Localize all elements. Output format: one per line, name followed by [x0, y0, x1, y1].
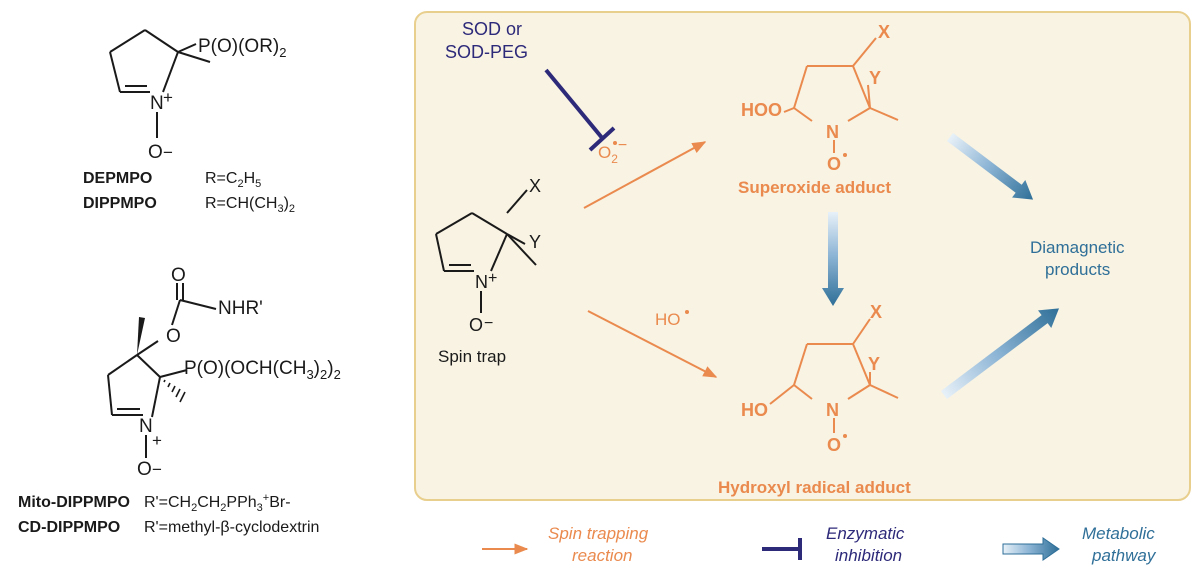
legend-enzymatic-line1: Enzymatic — [826, 524, 905, 543]
superoxide-radical-dot — [613, 141, 617, 145]
sod-label-line1: SOD or — [462, 19, 522, 39]
bold-wedge-bond — [137, 317, 145, 355]
hydroxyl-trapping-arrow — [587, 310, 718, 378]
legend-enzymatic-line2: inhibition — [835, 546, 902, 565]
superoxide-adduct-nitrogen: N — [826, 122, 839, 142]
dxpmpo-oxygen: O — [148, 142, 163, 163]
ester-oxygen: O — [166, 326, 181, 347]
mito-dippmpo-r: R'=CH2CH2PPh3+Br- — [144, 492, 291, 514]
legend-metabolic-arrow — [1002, 537, 1060, 561]
hydroxyl-adduct-y: Y — [868, 354, 880, 374]
superoxide-radical: O2− — [598, 137, 627, 166]
dippmpo-r: R=CH(CH3)2 — [205, 195, 295, 215]
superoxide-adduct-hoo: HOO — [741, 100, 782, 120]
dxpmpo-structure — [109, 29, 211, 138]
spin-trap-oxygen: O — [469, 315, 483, 335]
metabolic-arrow-to-products-bottom — [940, 308, 1060, 399]
hydroxyl-adduct-structure — [769, 318, 899, 433]
dxpmpo-oxygen-charge: − — [163, 143, 173, 162]
dxpmpo-substituent: P(O)(OR)2 — [198, 36, 287, 60]
mito-dippmpo-structure — [107, 283, 217, 458]
spin-trap-nitrogen: N — [475, 272, 488, 292]
mito-substituent: P(O)(OCH(CH3)2)2 — [184, 358, 341, 382]
amide-group: NHR' — [218, 298, 263, 319]
dxpmpo-nitrogen: N — [150, 93, 164, 114]
metabolic-arrow-superoxide-to-hydroxyl — [822, 212, 844, 306]
legend-inhibition-symbol — [762, 538, 802, 560]
spin-trap-oxygen-charge: − — [484, 315, 493, 332]
sod-label-line2: SOD-PEG — [445, 42, 528, 62]
depmpo-r: R=C2H5 — [205, 170, 261, 190]
superoxide-adduct-oxygen: O — [827, 154, 841, 174]
spin-trap-y: Y — [529, 232, 541, 252]
hashed-wedge-bond — [163, 379, 186, 403]
superoxide-trapping-arrow — [583, 141, 707, 209]
hydroxyl-adduct-x: X — [870, 302, 882, 322]
cd-dippmpo-name: CD-DIPPMPO — [18, 519, 120, 536]
superoxide-adduct-caption: Superoxide adduct — [738, 178, 891, 197]
dxpmpo-nitrogen-charge: + — [163, 88, 173, 107]
mito-dippmpo-name: Mito-DIPPMPO — [18, 494, 130, 511]
spin-trap-x: X — [529, 176, 541, 196]
carbonyl-oxygen: O — [171, 265, 186, 286]
legend-metabolic-line1: Metabolic — [1082, 524, 1155, 543]
cd-dippmpo-r: R'=methyl-β-cyclodextrin — [144, 519, 319, 536]
legend-metabolic-line2: pathway — [1091, 546, 1157, 565]
metabolic-arrow-to-products-top — [946, 133, 1034, 200]
hydroxyl-radical-dot — [685, 310, 689, 314]
depmpo-name: DEPMPO — [83, 170, 152, 187]
hydroxyl-adduct-caption: Hydroxyl radical adduct — [718, 478, 911, 497]
superoxide-adduct-structure — [783, 37, 899, 153]
inhibition-bar — [544, 68, 616, 152]
superoxide-adduct-y: Y — [869, 68, 881, 88]
spin-trap-caption: Spin trap — [438, 347, 506, 366]
legend-spin-line1: Spin trapping — [548, 524, 649, 543]
mito-oxygen: O — [137, 459, 152, 480]
legend-spin-line2: reaction — [572, 546, 632, 565]
dippmpo-name: DIPPMPO — [83, 195, 157, 212]
products-line2: products — [1045, 260, 1110, 279]
superoxide-adduct-x: X — [878, 22, 890, 42]
hydroxyl-adduct-oxygen: O — [827, 435, 841, 455]
spin-trap-structure — [435, 189, 537, 313]
hydroxyl-adduct-radical-dot — [843, 434, 847, 438]
products-line1: Diamagnetic — [1030, 238, 1125, 257]
mito-nitrogen-charge: + — [152, 431, 162, 450]
mito-oxygen-charge: − — [152, 460, 162, 479]
superoxide-adduct-radical-dot — [843, 153, 847, 157]
hydroxyl-adduct-nitrogen: N — [826, 400, 839, 420]
hydroxyl-adduct-ho: HO — [741, 400, 768, 420]
spin-trap-nitrogen-charge: + — [488, 270, 497, 287]
hydroxyl-radical-label: HO — [655, 310, 681, 329]
mito-nitrogen: N — [139, 416, 153, 437]
